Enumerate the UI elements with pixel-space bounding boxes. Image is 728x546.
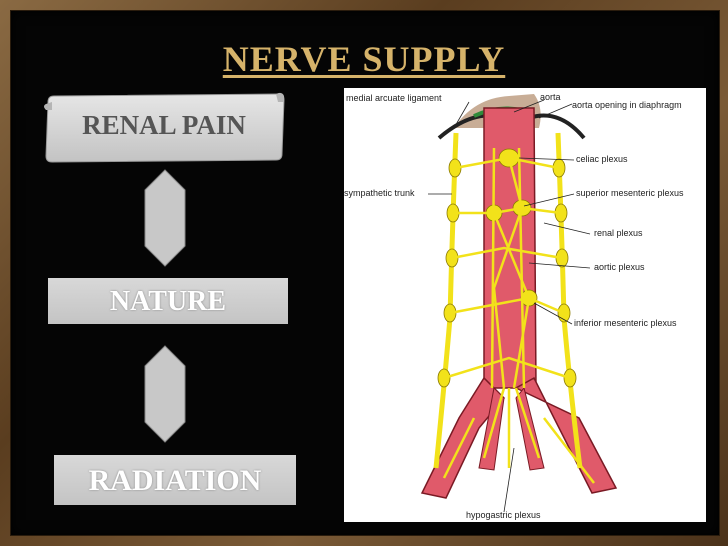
label-aortic: aortic plexus — [594, 262, 645, 272]
scroll-shape-icon — [44, 92, 285, 163]
label-medial-arcuate: medial arcuate ligament — [346, 93, 442, 103]
double-arrow-icon — [144, 345, 186, 443]
slide-title: NERVE SUPPLY — [222, 39, 506, 79]
label-aorta-opening: aorta opening in diaphragm — [572, 100, 682, 110]
label-celiac: celiac plexus — [576, 154, 628, 164]
label-renal: renal plexus — [594, 228, 643, 238]
label-aorta: aorta — [540, 92, 561, 102]
label-hypogastric: hypogastric plexus — [466, 510, 541, 520]
renal-pain-scroll: RENAL PAIN — [42, 92, 286, 164]
label-sympathetic: sympathetic trunk — [344, 188, 415, 198]
nature-box: NATURE — [48, 278, 288, 324]
aorta-nerve-diagram: medial arcuate ligament aorta aorta open… — [344, 88, 706, 522]
label-inferior-mesenteric: inferior mesenteric plexus — [574, 318, 677, 328]
radiation-box: RADIATION — [54, 455, 296, 505]
renal-pain-label: RENAL PAIN — [82, 110, 246, 140]
label-superior-mesenteric: superior mesenteric plexus — [576, 188, 684, 198]
double-arrow-icon — [144, 169, 186, 267]
aorta-illustration — [420, 94, 618, 513]
